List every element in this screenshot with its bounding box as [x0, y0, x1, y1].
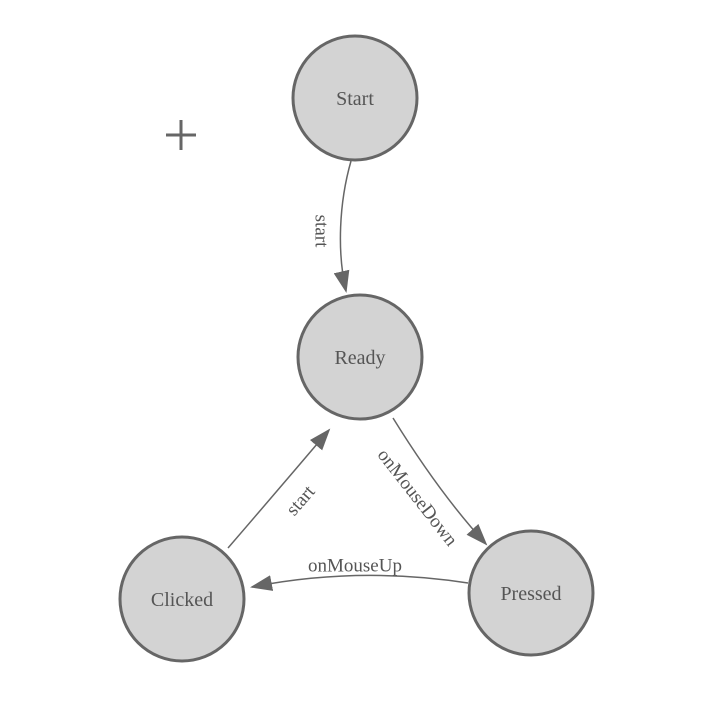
- state-circle-pressed[interactable]: [467, 529, 595, 657]
- edge-label-start-to-ready: start: [310, 215, 331, 248]
- state-node-start[interactable]: Start: [291, 34, 419, 162]
- state-node-ready[interactable]: Ready: [296, 293, 424, 421]
- state-node-clicked[interactable]: Clicked: [118, 535, 246, 663]
- transition-line-start-to-ready[interactable]: [333, 160, 352, 293]
- transition-line-ready-to-pressed[interactable]: [392, 417, 488, 546]
- plus-marker-icon: [166, 120, 196, 150]
- transition-clicked-to-ready[interactable]: start: [227, 428, 331, 549]
- state-circle-start[interactable]: [291, 34, 419, 162]
- state-circle-ready[interactable]: [296, 293, 424, 421]
- transition-line-pressed-to-clicked[interactable]: [250, 574, 469, 591]
- state-label-ready: Ready: [334, 347, 385, 369]
- transition-line-clicked-to-ready[interactable]: [227, 428, 331, 549]
- transition-pressed-to-clicked[interactable]: onMouseUp: [250, 556, 469, 591]
- edge-label-pressed-to-clicked: onMouseUp: [308, 556, 402, 577]
- state-label-start: Start: [336, 88, 374, 110]
- edge-label-clicked-to-ready: start: [282, 481, 320, 520]
- state-node-pressed[interactable]: Pressed: [467, 529, 595, 657]
- state-label-clicked: Clicked: [151, 589, 213, 611]
- transition-start-to-ready[interactable]: start: [310, 160, 352, 293]
- state-label-pressed: Pressed: [500, 583, 561, 605]
- transition-ready-to-pressed[interactable]: onMouseDown: [373, 417, 488, 551]
- state-circle-clicked[interactable]: [118, 535, 246, 663]
